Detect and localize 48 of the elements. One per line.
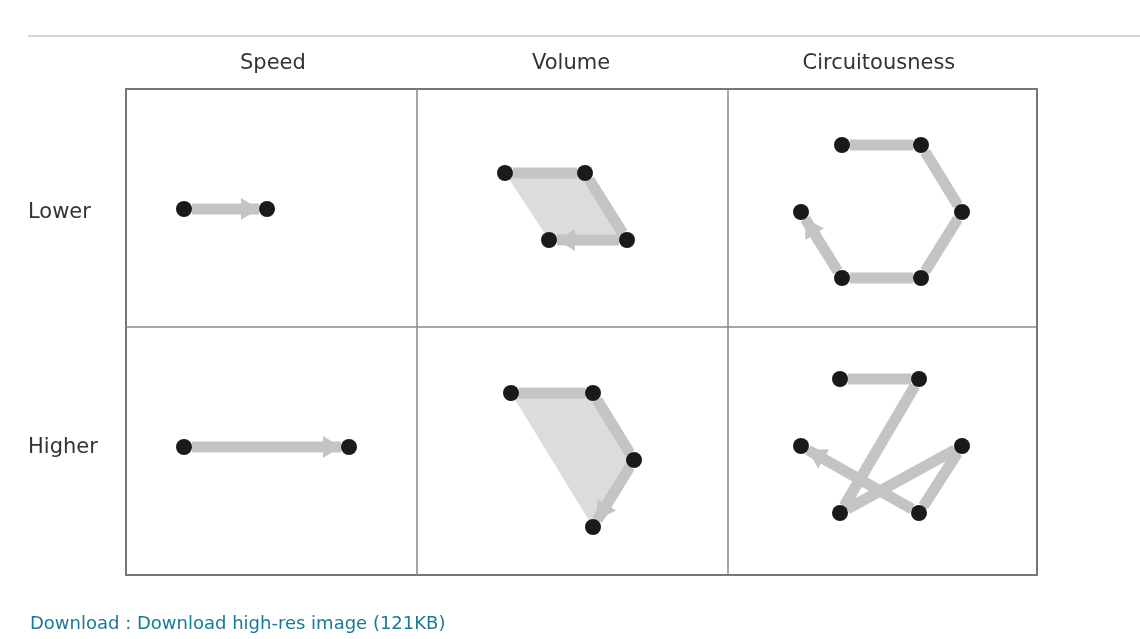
- connector: [584, 176, 628, 237]
- point-dot: [834, 137, 850, 153]
- point-dot: [577, 165, 593, 181]
- arrow: [805, 445, 915, 514]
- point-dot: [954, 438, 970, 454]
- connector: [850, 272, 913, 284]
- point-dot: [913, 270, 929, 286]
- point-dot: [911, 505, 927, 521]
- point-dot: [832, 505, 848, 521]
- point-dot: [503, 385, 519, 401]
- point-dot: [832, 371, 848, 387]
- row-label: Lower: [28, 199, 91, 223]
- point-dot: [619, 232, 635, 248]
- connector: [519, 387, 585, 399]
- connector: [844, 445, 958, 514]
- arrow: [557, 229, 619, 251]
- point-dot: [834, 270, 850, 286]
- column-header: Speed: [240, 50, 306, 74]
- point-dot: [541, 232, 557, 248]
- point-dot: [954, 204, 970, 220]
- point-dot: [793, 204, 809, 220]
- download-link: Download : Download high-res image (121KB): [30, 611, 446, 633]
- connector: [918, 449, 963, 510]
- connector: [920, 148, 963, 209]
- arrow: [192, 436, 341, 458]
- connector: [839, 383, 920, 509]
- connector: [513, 167, 577, 179]
- row-label: Higher: [28, 434, 98, 458]
- point-dot: [913, 137, 929, 153]
- column-header: Volume: [532, 50, 611, 74]
- connector: [920, 215, 963, 275]
- point-dot: [497, 165, 513, 181]
- point-dot: [176, 439, 192, 455]
- connector: [848, 373, 911, 385]
- connector: [592, 396, 635, 457]
- point-dot: [793, 438, 809, 454]
- point-dot: [585, 519, 601, 535]
- point-dot: [341, 439, 357, 455]
- connector: [850, 139, 913, 151]
- point-dot: [585, 385, 601, 401]
- arrow: [800, 215, 843, 275]
- point-dot: [911, 371, 927, 387]
- point-dot: [259, 201, 275, 217]
- arrow: [592, 463, 635, 524]
- point-dot: [176, 201, 192, 217]
- point-dot: [626, 452, 642, 468]
- column-header: Circuitousness: [802, 50, 956, 74]
- arrow: [192, 198, 259, 220]
